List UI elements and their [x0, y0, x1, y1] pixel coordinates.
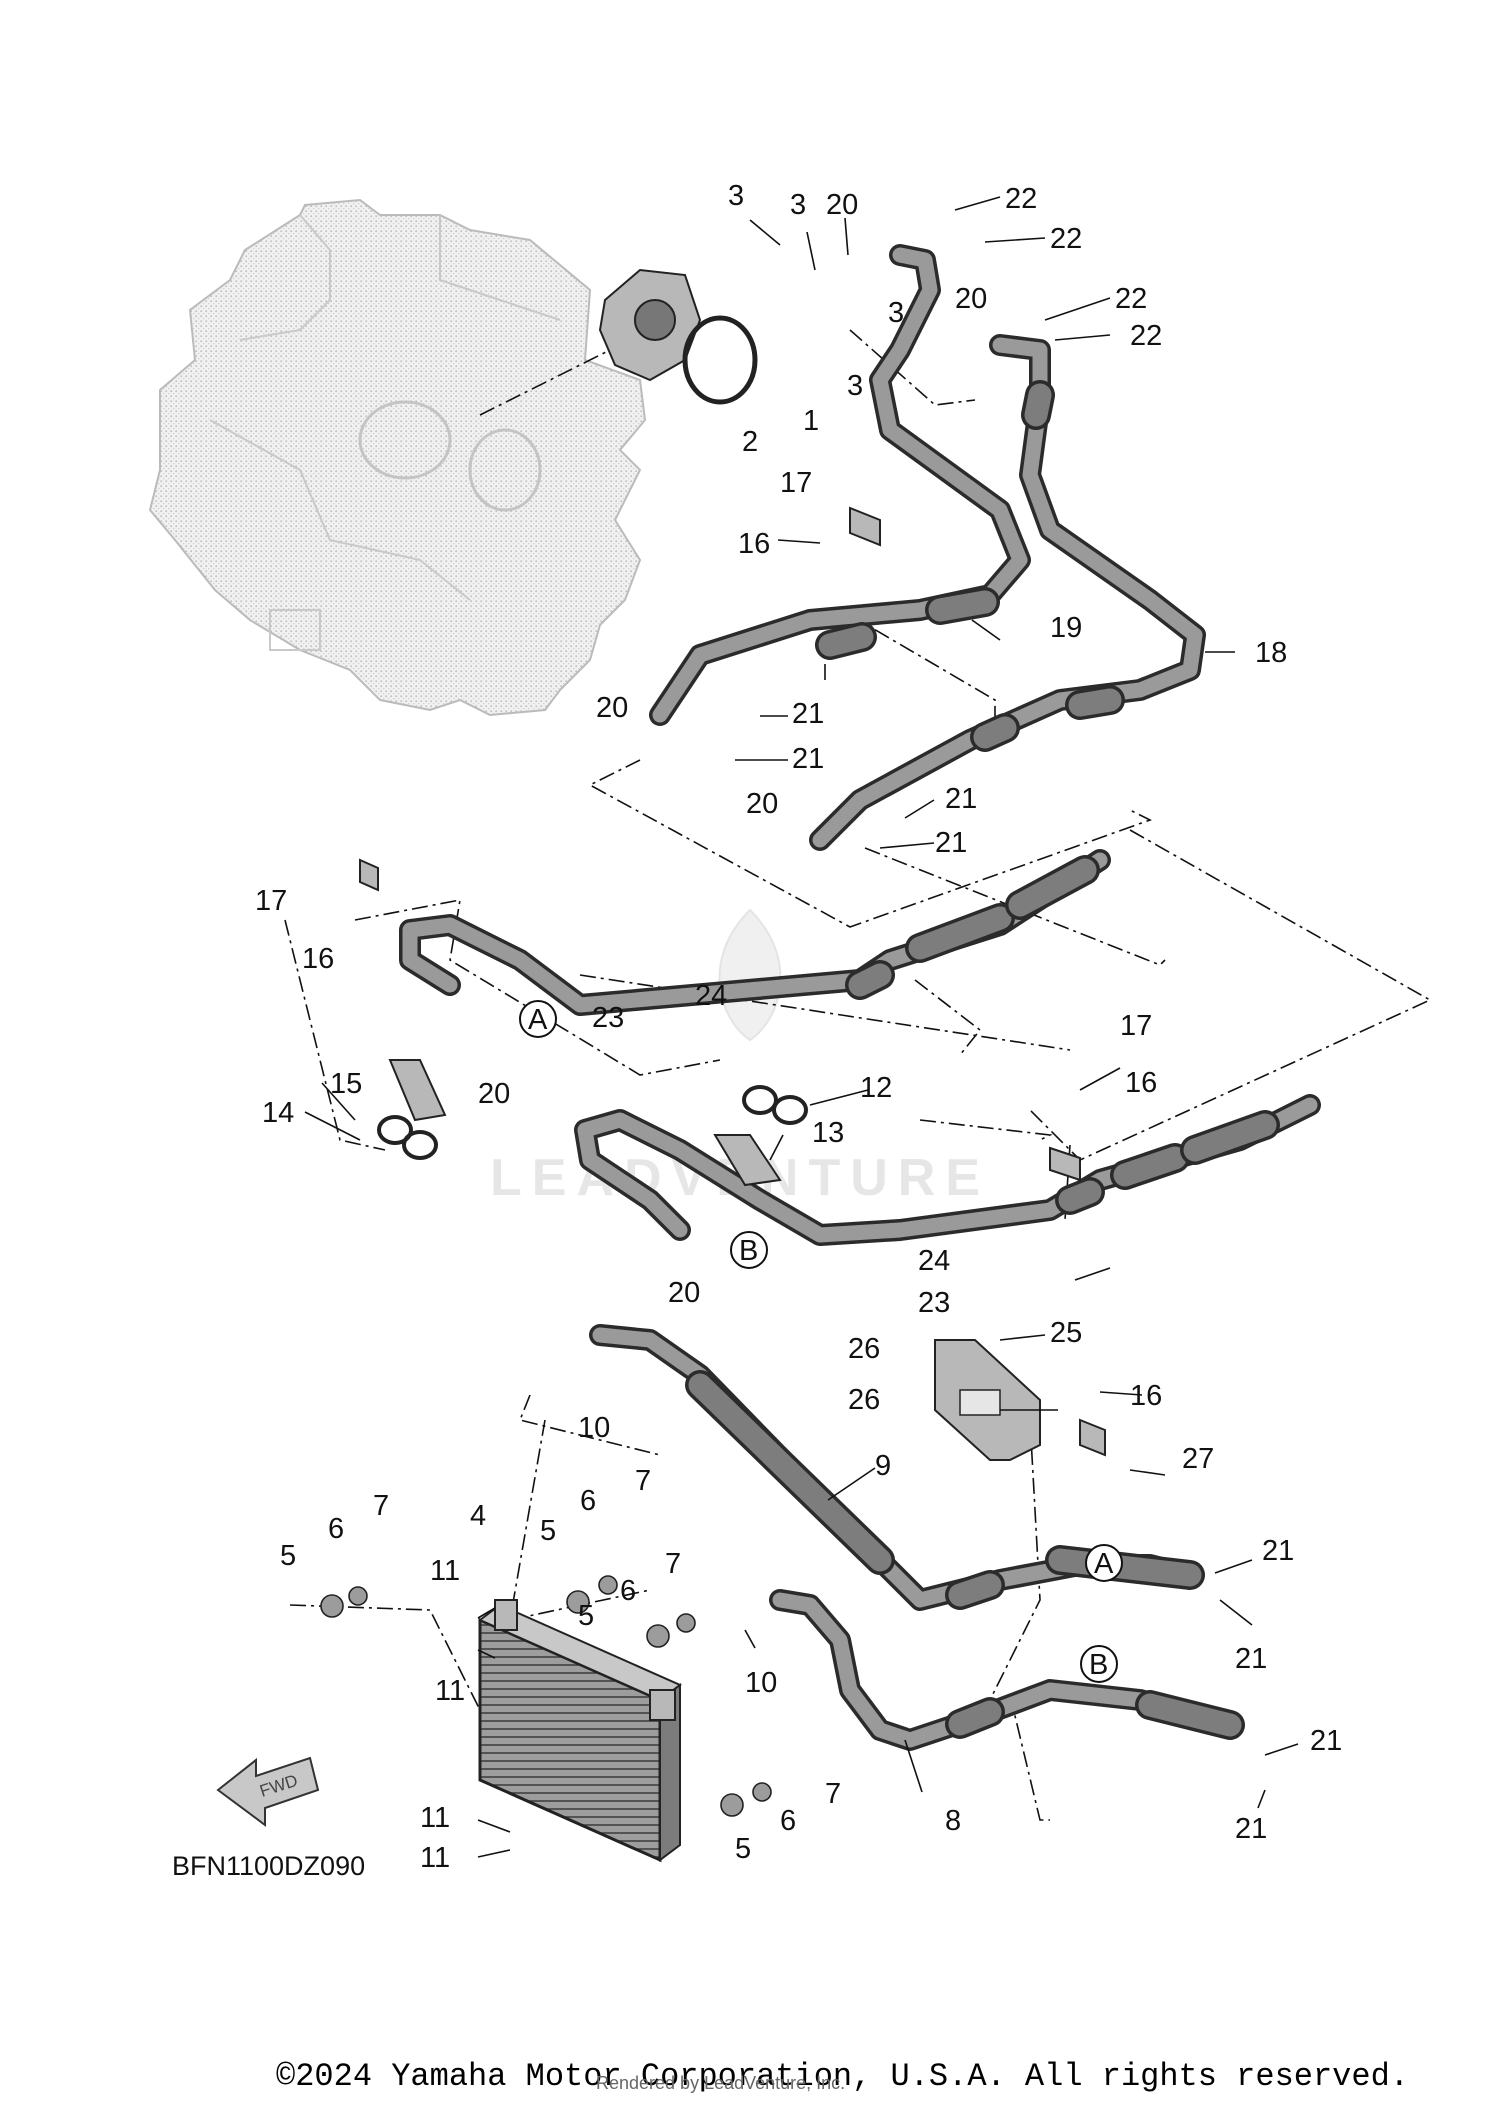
- callout-21g: 21: [1310, 1725, 1342, 1757]
- callout-23a: 23: [592, 1002, 624, 1034]
- callout-21f: 21: [1235, 1643, 1267, 1675]
- ref-mark-b: B: [739, 1235, 758, 1267]
- callout-25: 25: [1050, 1317, 1082, 1349]
- leader-lines: [304, 196, 1299, 1858]
- water-pump: [598, 268, 758, 405]
- callout-21c: 21: [945, 783, 977, 815]
- callout-3a: 3: [728, 180, 744, 212]
- callout-22c: 22: [1115, 283, 1147, 315]
- callout-24b: 24: [918, 1245, 950, 1277]
- callout-12: 12: [860, 1072, 892, 1104]
- callout-6c: 6: [620, 1575, 636, 1607]
- callout-21a: 21: [792, 698, 824, 730]
- callout-5c: 5: [578, 1600, 594, 1632]
- callout-5b: 5: [540, 1515, 556, 1547]
- callout-11b: 11: [435, 1675, 465, 1707]
- callout-18: 18: [1255, 637, 1287, 669]
- ref-mark-a: A: [528, 1004, 548, 1036]
- callout-20f: 20: [668, 1277, 700, 1309]
- callout-1: 1: [803, 405, 819, 437]
- callout-8: 8: [945, 1805, 961, 1837]
- hose-upper-middle: [399, 849, 1111, 1016]
- hose-8: [769, 1589, 1245, 1751]
- callout-27: 27: [1182, 1443, 1214, 1475]
- callout-22b: 22: [1050, 223, 1082, 255]
- callout-16a: 16: [738, 528, 770, 560]
- callout-20c: 20: [596, 692, 628, 724]
- callout-5d: 5: [735, 1833, 751, 1865]
- fwd-arrow-icon: FWD: [216, 1756, 320, 1827]
- callout-19: 19: [1050, 612, 1082, 644]
- callout-26b: 26: [848, 1384, 880, 1416]
- small-parts: [320, 506, 1106, 1817]
- oil-cooler: [478, 1599, 682, 1863]
- callout-6a: 6: [328, 1513, 344, 1545]
- hose-19: [649, 244, 1031, 726]
- callout-13: 13: [812, 1117, 844, 1149]
- callout-3d: 3: [847, 370, 863, 402]
- callout-24a: 24: [695, 980, 727, 1012]
- callout-21b: 21: [792, 743, 824, 775]
- callout-7a: 7: [373, 1490, 389, 1522]
- engine-block: [148, 198, 647, 717]
- watermark-flame-icon: [718, 908, 782, 1042]
- callout-7d: 7: [825, 1778, 841, 1810]
- callout-11d: 11: [420, 1842, 450, 1874]
- callout-11c: 11: [420, 1802, 450, 1834]
- callout-23b: 23: [918, 1287, 950, 1319]
- callout-6d: 6: [780, 1805, 796, 1837]
- callout-16d: 16: [1130, 1380, 1162, 1412]
- callout-10a: 10: [578, 1412, 610, 1444]
- callouts: 1 2 3 3 3 3 20 22 22 20 22 22 17 16 19 1…: [255, 180, 1342, 1874]
- callout-20a: 20: [826, 189, 858, 221]
- rendered-by: Rendered by LeadVenture, Inc.: [596, 2073, 846, 2093]
- callout-7b: 7: [635, 1465, 651, 1497]
- ref-mark-a-lower: A: [1094, 1548, 1114, 1580]
- callout-20e: 20: [478, 1078, 510, 1110]
- callout-21e: 21: [1262, 1535, 1294, 1567]
- callout-21d: 21: [935, 827, 967, 859]
- callout-17b: 17: [255, 885, 287, 917]
- callout-16b: 16: [302, 943, 334, 975]
- copyright-notice: ©2024 Yamaha Motor Corporation, U.S.A. A…: [276, 2058, 1409, 2095]
- callout-4: 4: [470, 1500, 486, 1532]
- callout-14: 14: [262, 1097, 294, 1129]
- callout-2: 2: [742, 426, 758, 458]
- diagram-code: BFN1100DZ090: [172, 1851, 365, 1881]
- ref-mark-b-lower: B: [1089, 1649, 1108, 1681]
- callout-16c: 16: [1125, 1067, 1157, 1099]
- bracket-25: [934, 1339, 1041, 1461]
- callout-3b: 3: [790, 189, 806, 221]
- hose-18: [809, 334, 1206, 851]
- callout-11a: 11: [430, 1555, 460, 1587]
- callout-7c: 7: [665, 1548, 681, 1580]
- callout-10b: 10: [745, 1667, 777, 1699]
- callout-20d: 20: [746, 788, 778, 820]
- callout-3c: 3: [888, 297, 904, 329]
- callout-26a: 26: [848, 1333, 880, 1365]
- ref-marks: A B A B: [519, 1000, 1123, 1683]
- callout-15: 15: [330, 1068, 362, 1100]
- callout-17a: 17: [780, 467, 812, 499]
- callout-20b: 20: [955, 283, 987, 315]
- outlet-pipes: [1045, 1545, 1205, 1590]
- callout-22a: 22: [1005, 183, 1037, 215]
- callout-6b: 6: [580, 1485, 596, 1517]
- callout-21h: 21: [1235, 1813, 1267, 1845]
- callout-9: 9: [875, 1450, 891, 1482]
- hose-lower-middle: [574, 1094, 1321, 1246]
- callout-5a: 5: [280, 1540, 296, 1572]
- callout-22d: 22: [1130, 320, 1162, 352]
- callout-17c: 17: [1120, 1010, 1152, 1042]
